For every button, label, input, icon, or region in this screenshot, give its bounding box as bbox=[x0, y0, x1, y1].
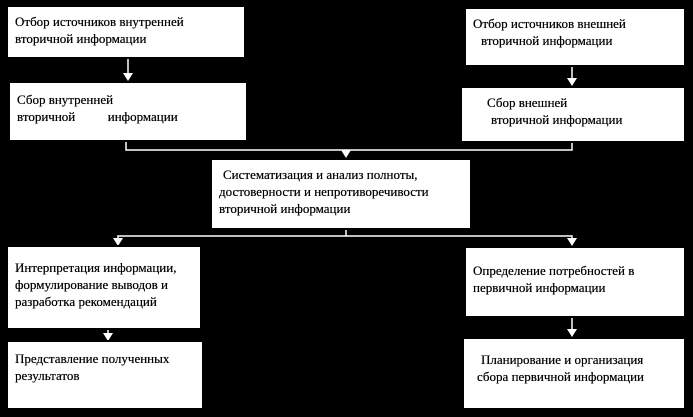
box-text-line: вторичной информации bbox=[481, 33, 613, 48]
box-text-line: вторичной информации bbox=[17, 109, 178, 124]
box-text-line: Интерпретация информации, bbox=[15, 260, 177, 275]
box-text-line: разработка рекомендаций bbox=[15, 294, 157, 309]
box-text-line: Определение потребностей в bbox=[473, 263, 635, 278]
box-text-line: Сбор внутренней bbox=[17, 92, 114, 107]
box-presentation: Представление полученных результатов bbox=[6, 340, 204, 410]
box-systematization: Систематизация и анализ полноты, достове… bbox=[210, 158, 472, 230]
box-internal-sources: Отбор источников внутренней вторичной ин… bbox=[6, 5, 246, 59]
box-text-line: Отбор источников внутренней bbox=[15, 14, 184, 29]
box-text-line: Планирование и организация bbox=[481, 352, 644, 367]
arrowhead-icon bbox=[103, 333, 113, 341]
box-external-sources: Отбор источников внешней вторичной инфор… bbox=[464, 7, 686, 67]
arrowhead-icon bbox=[567, 78, 577, 86]
box-planning: Планирование и организация сбора первичн… bbox=[462, 337, 686, 410]
box-text-line: сбора первичной информации bbox=[477, 369, 645, 384]
box-text-line: Отбор источников внешней bbox=[473, 16, 626, 31]
arrowhead-icon bbox=[113, 238, 123, 246]
arrowhead-icon bbox=[123, 73, 133, 81]
box-text-line: вторичной информации bbox=[491, 112, 623, 127]
box-interpretation: Интерпретация информации, формулирование… bbox=[6, 245, 202, 330]
box-internal-collection: Сбор внутренней вторичной информации bbox=[8, 81, 248, 142]
box-text-line: формулирование выводов и bbox=[15, 277, 169, 292]
box-text-line: Систематизация и анализ полноты, bbox=[223, 167, 418, 182]
arrowhead-icon bbox=[567, 329, 577, 337]
box-text-line: Сбор внешней bbox=[487, 95, 568, 110]
connector-systematization-split bbox=[117, 235, 573, 243]
arrowhead-icon bbox=[567, 238, 577, 246]
box-text-line: Представление полученных bbox=[15, 351, 170, 366]
box-text-line: первичной информации bbox=[473, 280, 606, 295]
box-text-line: вторичной информации bbox=[219, 201, 351, 216]
box-text-line: результатов bbox=[15, 368, 80, 383]
box-needs-definition: Определение потребностей в первичной инф… bbox=[464, 246, 686, 318]
connector-collections-to-systematization bbox=[125, 142, 573, 151]
box-text-line: вторичной информации bbox=[15, 31, 147, 46]
box-external-collection: Сбор внешней вторичной информации bbox=[460, 86, 686, 143]
arrowhead-icon bbox=[341, 150, 351, 158]
box-text-line: достоверности и непротиворечивости bbox=[219, 184, 429, 199]
